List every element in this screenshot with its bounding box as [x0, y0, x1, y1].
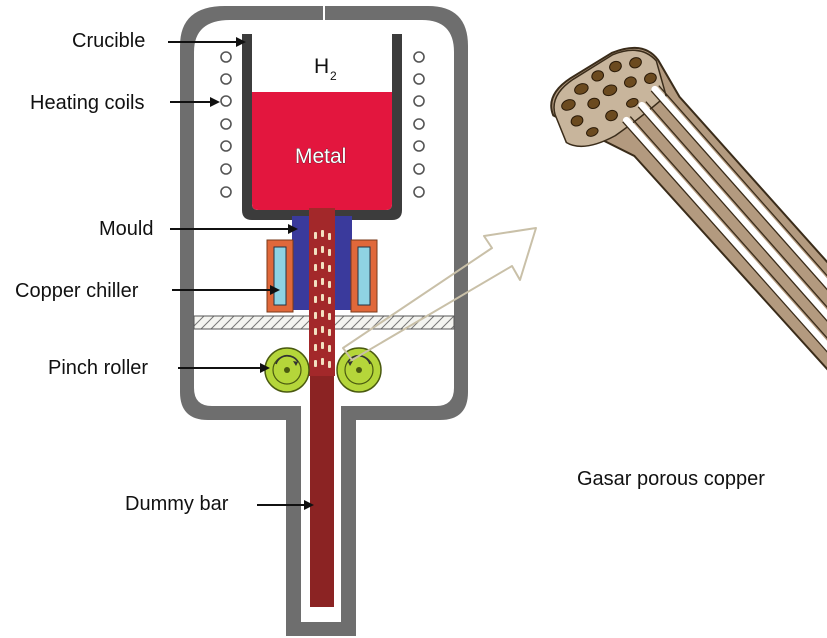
copper-chiller	[266, 239, 378, 313]
heating-coils	[220, 51, 425, 198]
gas-symbol: H	[314, 55, 329, 78]
pinch-roller-right	[336, 347, 382, 393]
mould	[292, 216, 352, 310]
dummy-bar-label: Dummy bar	[125, 493, 229, 515]
mould-label: Mould	[99, 218, 153, 240]
crucible	[242, 34, 402, 220]
porous-strand	[309, 208, 335, 376]
gasar-caption: Gasar porous copper	[577, 468, 765, 490]
heating-coils-label: Heating coils	[30, 92, 145, 114]
magnify-arrow	[342, 227, 537, 361]
callouts: Crucible Heating coils Mould Copper chil…	[15, 30, 314, 515]
molten-metal	[252, 92, 392, 210]
metal-label: Metal	[295, 145, 346, 168]
pinch-roller-left	[264, 347, 310, 393]
crucible-label: Crucible	[72, 30, 145, 52]
dummy-bar	[310, 372, 334, 607]
pinch-roller-label: Pinch roller	[48, 357, 148, 379]
porous-copper-illustration	[550, 46, 827, 399]
gas-subscript: 2	[330, 69, 337, 83]
copper-chiller-label: Copper chiller	[15, 280, 139, 302]
